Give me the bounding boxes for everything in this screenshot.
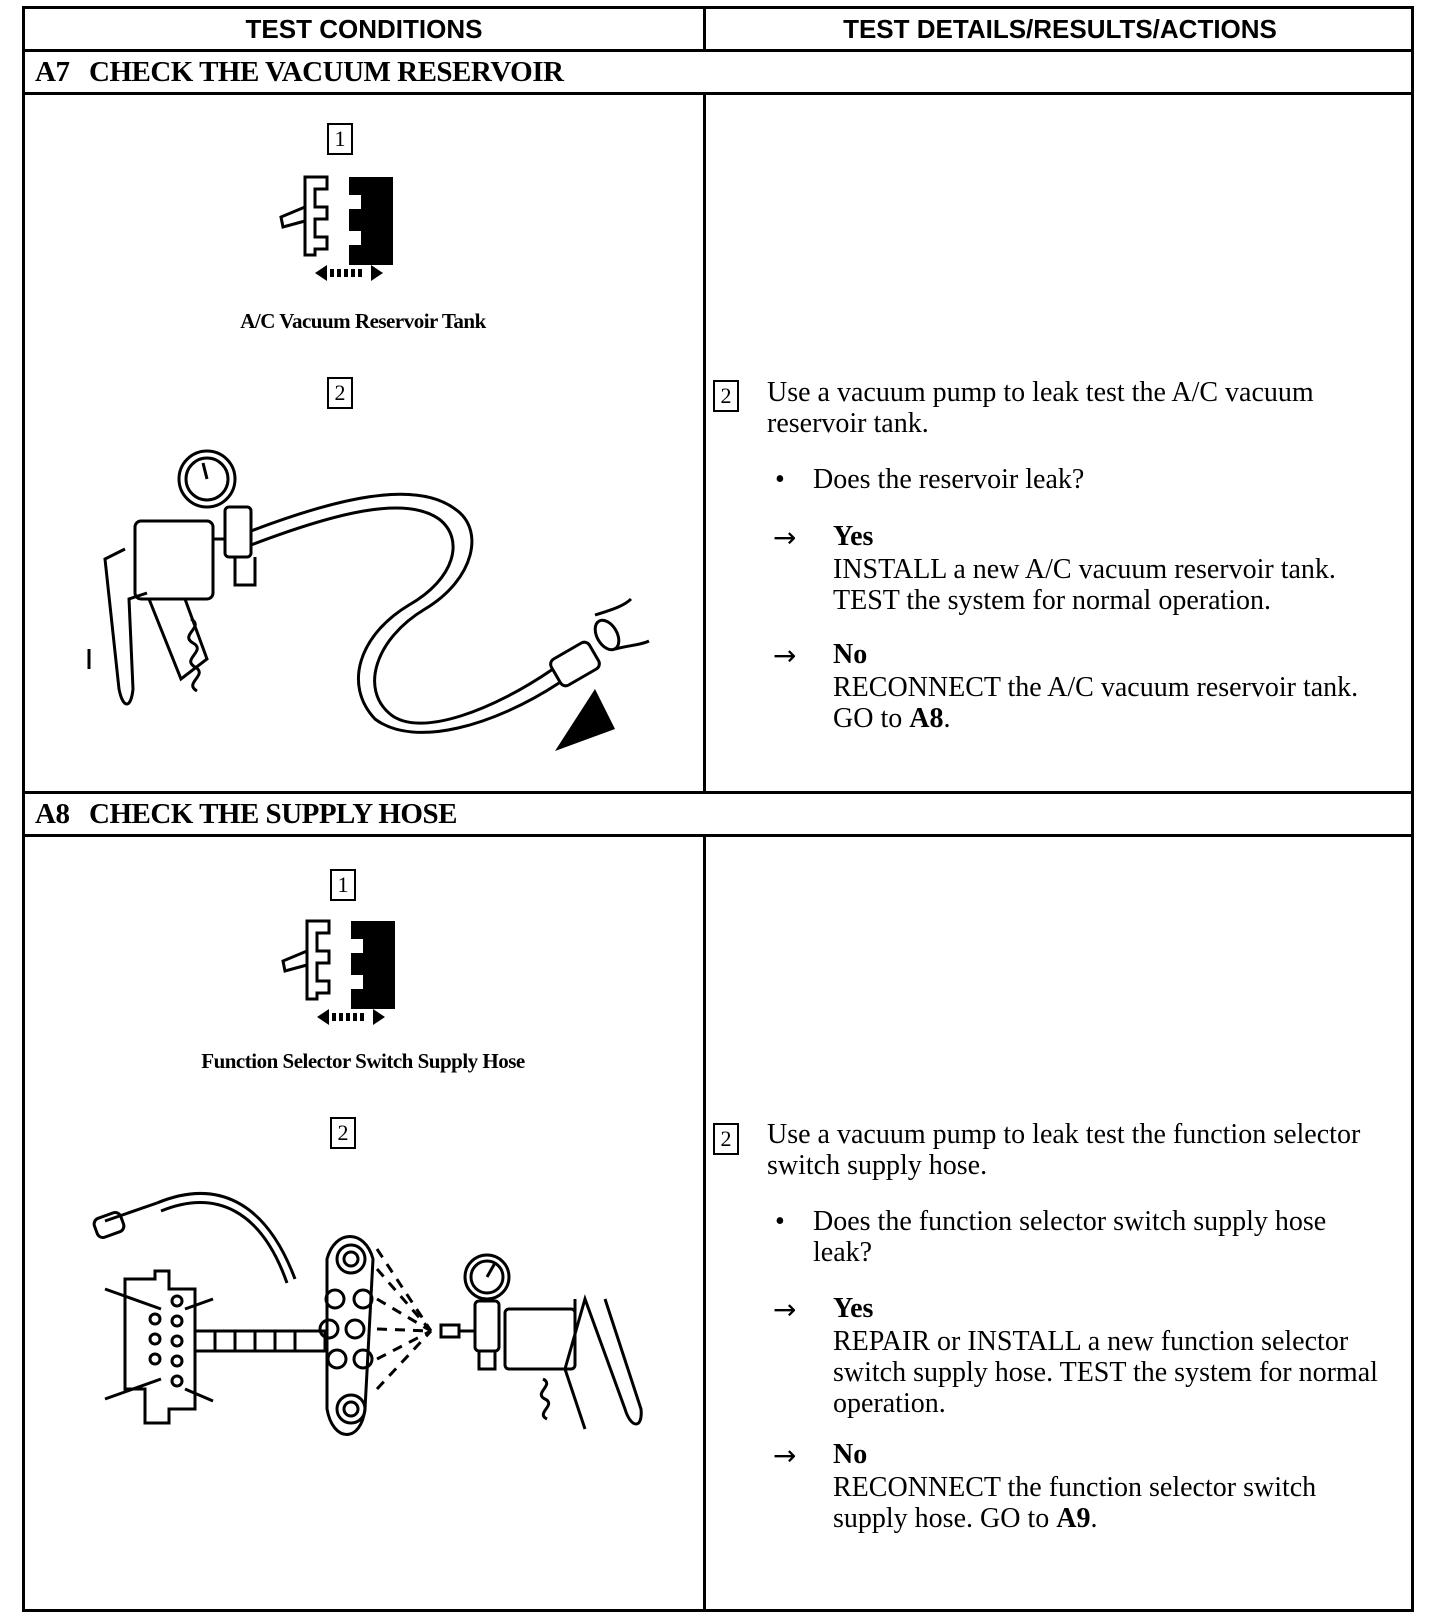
answer-yes-action: INSTALL a new A/C vacuum reservoir tank.… bbox=[833, 554, 1336, 616]
step-number-box: 1 bbox=[330, 869, 356, 901]
answer-no-end: . bbox=[943, 703, 951, 734]
bullet-icon: • bbox=[775, 1206, 785, 1237]
arrow-right-icon: → bbox=[773, 1439, 797, 1472]
step-instruction: Use a vacuum pump to leak test the funct… bbox=[767, 1119, 1361, 1181]
test-procedure-table: TEST CONDITIONS TEST DETAILS/RESULTS/ACT… bbox=[22, 6, 1414, 1612]
divider bbox=[25, 791, 1411, 794]
section-code: A8 bbox=[35, 798, 70, 830]
header-test-conditions: TEST CONDITIONS bbox=[245, 14, 483, 44]
step-number-box: 2 bbox=[713, 380, 739, 412]
bullet-icon: • bbox=[775, 464, 785, 495]
answer-no-end: . bbox=[1090, 1503, 1098, 1534]
goto-step-link[interactable]: A8 bbox=[909, 703, 944, 734]
section-title: CHECK THE SUPPLY HOSE bbox=[89, 798, 457, 830]
step-caption: Function Selector Switch Supply Hose bbox=[201, 1049, 525, 1073]
disconnect-connector-icon bbox=[279, 175, 393, 281]
header-test-details: TEST DETAILS/RESULTS/ACTIONS bbox=[843, 14, 1277, 44]
section-header-a8: A8 CHECK THE SUPPLY HOSE bbox=[35, 794, 1405, 834]
arrow-right-icon: → bbox=[773, 521, 797, 554]
test-question: Does the reservoir leak? bbox=[813, 464, 1085, 495]
arrow-right-icon: → bbox=[773, 1293, 797, 1326]
goto-step-link[interactable]: A9 bbox=[1056, 1503, 1091, 1534]
section-header-a7: A7 CHECK THE VACUUM RESERVOIR bbox=[35, 52, 1405, 92]
step-number-box: 2 bbox=[330, 1117, 356, 1149]
disconnect-connector-icon bbox=[281, 919, 395, 1025]
answer-yes-action: REPAIR or INSTALL a new function selecto… bbox=[833, 1326, 1378, 1419]
divider bbox=[25, 49, 1411, 52]
section-code: A7 bbox=[35, 56, 70, 88]
divider bbox=[25, 834, 1411, 837]
answer-yes-label: Yes bbox=[833, 1293, 874, 1324]
answer-no-action: RECONNECT the A/C vacuum reservoir tank.… bbox=[833, 672, 1373, 734]
step-caption: A/C Vacuum Reservoir Tank bbox=[240, 309, 486, 333]
arrow-right-icon: → bbox=[773, 639, 797, 672]
answer-no-label: No bbox=[833, 1439, 868, 1470]
divider bbox=[25, 92, 1411, 95]
step-number-box: 2 bbox=[327, 377, 353, 409]
answer-no-text: RECONNECT the function selector switch s… bbox=[833, 1472, 1317, 1534]
answer-yes-label: Yes bbox=[833, 521, 874, 552]
step-instruction: Use a vacuum pump to leak test the A/C v… bbox=[767, 377, 1314, 439]
step-number-box: 2 bbox=[713, 1123, 739, 1155]
answer-no-label: No bbox=[833, 639, 868, 670]
selector-valve-illustration bbox=[92, 1191, 643, 1436]
step-number-box: 1 bbox=[327, 123, 353, 155]
vacuum-pump-illustration bbox=[87, 449, 650, 751]
section-title: CHECK THE VACUUM RESERVOIR bbox=[89, 56, 564, 88]
answer-no-action: RECONNECT the function selector switch s… bbox=[833, 1472, 1373, 1534]
answer-no-text: RECONNECT the A/C vacuum reservoir tank.… bbox=[833, 672, 1359, 734]
test-question: Does the function selector switch supply… bbox=[813, 1206, 1327, 1268]
